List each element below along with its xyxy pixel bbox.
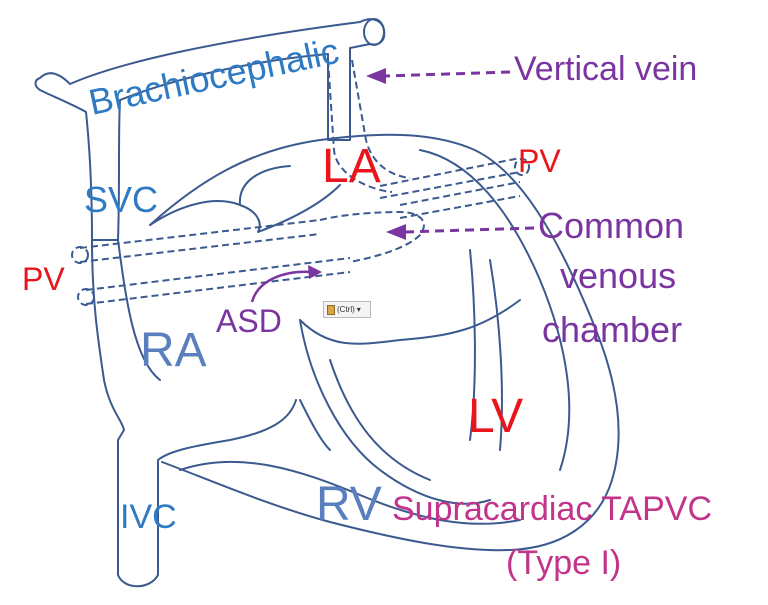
vertical-vein-arrow [366,68,511,84]
label-venous: venous [560,255,676,296]
label-lv: LV [468,390,523,443]
common-chamber-arrow [386,224,535,240]
right-atrium-outline [91,239,297,588]
paste-options-label: (Ctrl) [337,305,355,314]
label-vertical-vein: Vertical vein [514,50,697,88]
label-pv-left: PV [22,261,65,297]
label-ra: RA [140,324,207,377]
label-ivc: IVC [120,498,177,536]
paste-options-button[interactable]: (Ctrl) ▾ [323,301,371,318]
vertical-vein [327,59,411,193]
label-chamber: chamber [542,309,682,350]
ventricle-outlines [179,249,521,525]
brachiocephalic-vein [34,18,386,241]
label-title-line2: (Type I) [506,544,621,582]
asd-arrow [250,265,322,303]
heart-outline [149,133,620,552]
label-la: LA [322,140,381,193]
chevron-down-icon: ▾ [356,305,361,314]
label-brachiocephalic: Brachiocephalic [85,30,342,123]
label-common: Common [538,205,684,246]
label-rv: RV [316,478,382,531]
label-asd: ASD [216,303,282,339]
label-title-line1: Supracardiac TAPVC [392,490,712,528]
label-pv-right: PV [518,143,561,179]
common-venous-chamber [319,210,425,263]
clipboard-icon [327,304,335,315]
left-atrium-outline [149,165,341,233]
pulmonary-veins [71,157,530,306]
label-svc: SVC [84,179,158,220]
